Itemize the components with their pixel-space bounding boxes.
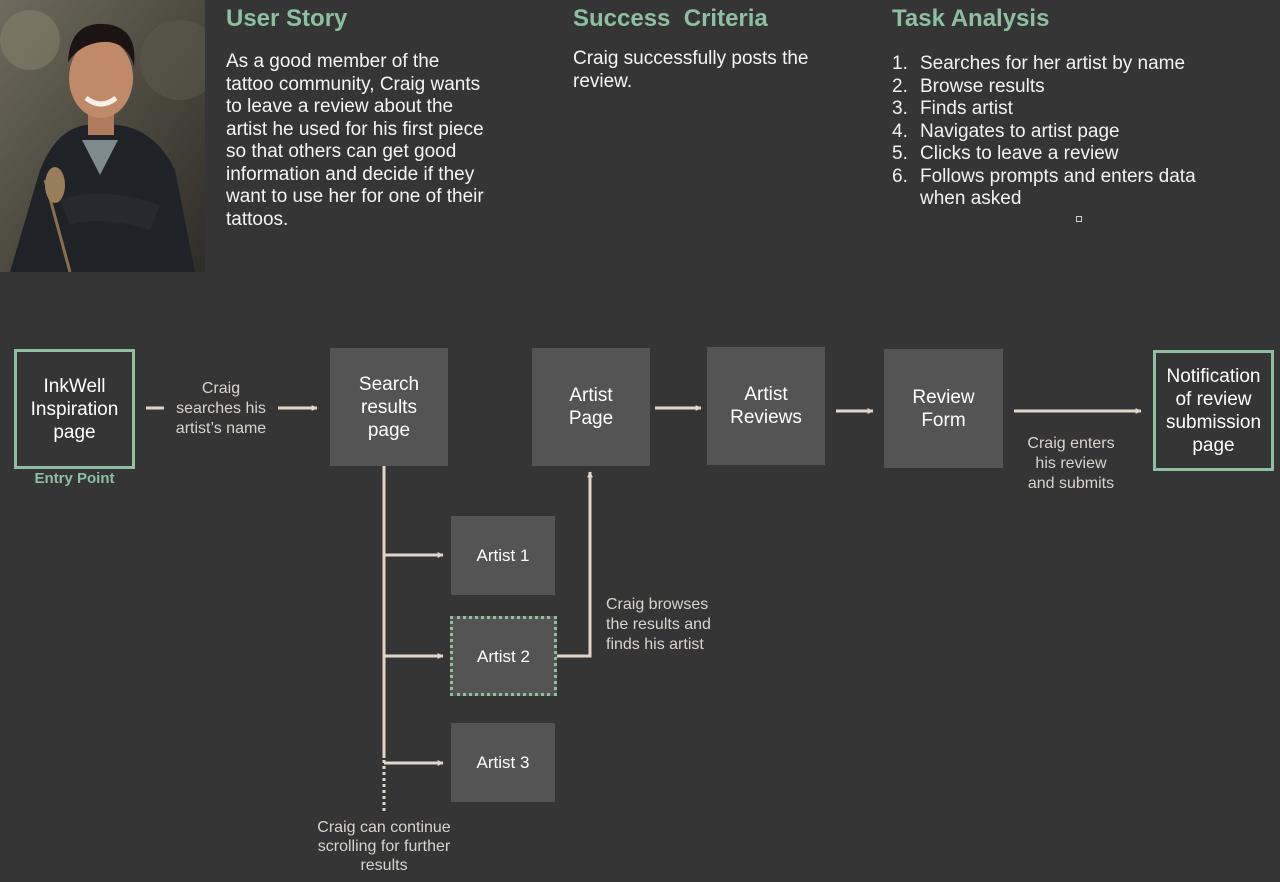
review-form-node: Review Form <box>884 349 1003 468</box>
success-criteria-heading: Success Criteria <box>573 5 768 32</box>
artist-2-node: Artist 2 <box>450 616 557 696</box>
artist-3-node: Artist 3 <box>451 723 555 802</box>
annotation-search: Craig searches his artist’s name <box>175 380 267 437</box>
inkwell-inspiration-node: InkWell Inspiration page <box>14 349 135 469</box>
success-criteria-section: Success Criteria Craig successfully post… <box>573 5 823 93</box>
arrow-to-artist-page <box>556 471 593 658</box>
selection-handle <box>1076 216 1082 222</box>
artist-reviews-node: Artist Reviews <box>707 347 825 465</box>
user-story-section: User Story As a good member of the tatto… <box>226 5 484 231</box>
notification-node: Notification of review submission page <box>1153 350 1274 471</box>
user-story-text: As a good member of the tattoo community… <box>226 51 484 230</box>
task-item: 1.Searches for her artist by name <box>892 53 1186 74</box>
task-analysis-heading: Task Analysis <box>892 5 1050 32</box>
task-analysis-section: Task Analysis 1.Searches for her artist … <box>892 5 1232 211</box>
task-item: 6.Follows prompts and enters data when a… <box>892 165 1196 210</box>
persona-photo <box>0 0 205 272</box>
task-item: 2.Browse results <box>892 75 1045 97</box>
entry-point-label: Entry Point <box>34 470 115 487</box>
task-item: 5.Clicks to leave a review <box>892 143 1119 164</box>
user-story-heading: User Story <box>226 5 348 32</box>
task-item: 4.Navigates to artist page <box>892 120 1120 142</box>
task-item: 3.Finds artist <box>892 98 1013 119</box>
success-criteria-text: Craig successfully posts the review. <box>573 48 809 92</box>
annotation-enters: Craig enters his review and submits <box>1027 435 1115 492</box>
search-results-node: Search results page <box>330 348 448 466</box>
annotation-browse: Craig browses the results and finds his … <box>606 596 711 653</box>
annotation-scroll: Craig can continue scrolling for further… <box>317 819 451 874</box>
artist-page-node: Artist Page <box>532 348 650 466</box>
artist-1-node: Artist 1 <box>451 516 555 595</box>
task-analysis-list: 1.Searches for her artist by name 2.Brow… <box>892 53 1232 211</box>
